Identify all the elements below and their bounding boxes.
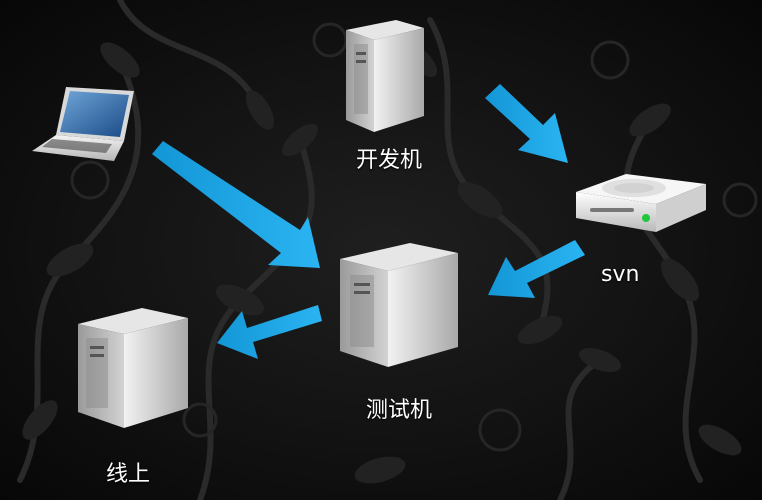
prod-server-icon: [78, 308, 188, 428]
arrow-dev-to-svn: [485, 84, 568, 163]
arrow-svn-to-test: [488, 240, 585, 298]
prod-server-node: [78, 302, 190, 435]
hard-drive-icon: [576, 174, 706, 232]
dev-server-node: [346, 12, 426, 139]
prod-server-label: 线上: [106, 462, 151, 487]
arrow-test-to-prod: [217, 305, 322, 359]
svn-label: svn: [601, 262, 640, 287]
laptop-icon: [32, 87, 134, 161]
test-server-icon: [340, 243, 458, 367]
dev-server-label: 开发机: [356, 148, 423, 173]
test-server-label: 测试机: [366, 398, 433, 423]
dev-server-icon: [346, 20, 424, 132]
test-server-node: [340, 235, 460, 374]
arrow-laptop-to-test: [152, 141, 320, 268]
laptop-node: [28, 85, 138, 170]
svn-node: [566, 172, 710, 241]
